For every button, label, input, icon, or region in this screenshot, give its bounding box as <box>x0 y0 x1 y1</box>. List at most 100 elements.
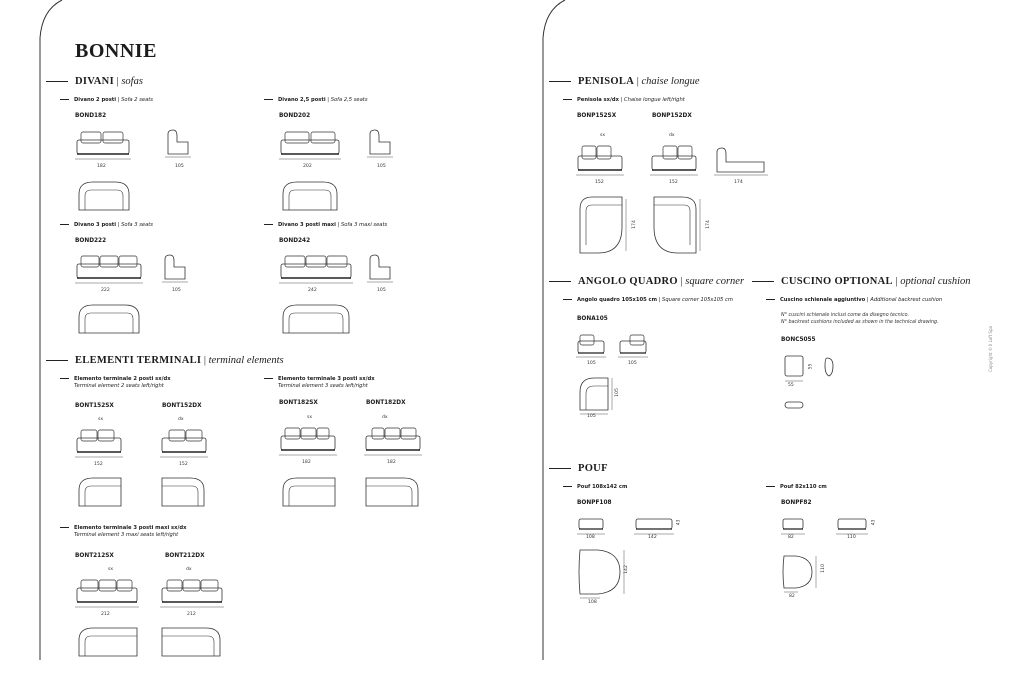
code-bond242: BOND242 <box>279 238 311 244</box>
dim-pouf82-width: 82 <box>788 535 794 540</box>
cushion-front <box>784 355 804 382</box>
dim-pouf108-top: 108 <box>588 600 597 605</box>
subtitle-pouf-108: Pouf 108x142 cm <box>563 484 627 491</box>
cushion-side <box>824 357 834 377</box>
terminal-top-bont182dx <box>365 477 419 507</box>
terminal-top-bont212dx <box>161 627 221 657</box>
dim-bonp152dx: 152 <box>669 180 678 185</box>
dim-bont182sx: 182 <box>302 460 311 465</box>
code-bond222: BOND222 <box>75 238 107 244</box>
section-penisola: PENISOLA | chaise longue <box>549 76 699 87</box>
dim-cushion-height: 55 <box>808 363 814 370</box>
dim-corner-a: 105 <box>587 361 596 366</box>
code-bond182: BOND182 <box>75 113 107 119</box>
side-sx: sx <box>98 417 104 422</box>
subtitle-corner: Angolo quadro 105x105 cm | Square corner… <box>563 297 733 304</box>
dim-pouf108-depth: 142 <box>623 565 629 574</box>
dim-corner-b: 105 <box>628 361 637 366</box>
code-bonc5055: BONC5055 <box>781 337 816 343</box>
code-bonpf82: BONPF82 <box>781 500 812 506</box>
dim-bond202-depth: 105 <box>377 164 386 169</box>
code-bont152dx: BONT152DX <box>162 403 202 409</box>
terminal-top-bont212sx <box>78 627 138 657</box>
section-divani: DIVANI | sofas <box>46 76 143 87</box>
dim-bonp152sx: 152 <box>595 180 604 185</box>
sofa-side-bond182 <box>165 129 191 158</box>
terminal-front-bont212dx <box>160 579 224 608</box>
terminal-top-bont152dx <box>161 477 205 507</box>
dim-pouf108-length: 142 <box>648 535 657 540</box>
section-cuscino: CUSCINO OPTIONAL | optional cushion <box>752 276 971 287</box>
subtitle-sofa-3-maxi: Divano 3 posti maxi | Sofa 3 maxi seats <box>264 222 387 229</box>
chaise-side <box>714 147 768 176</box>
subtitle-sofa-25: Divano 2,5 posti | Sofa 2,5 seats <box>264 97 368 104</box>
section-pouf: POUF <box>549 463 608 474</box>
dim-bond202-width: 202 <box>303 164 312 169</box>
dim-cushion-width: 55 <box>788 383 794 388</box>
dim-corner-depth: 105 <box>614 388 620 397</box>
corner-front-b <box>618 334 648 358</box>
sofa-side-bond222 <box>162 254 188 283</box>
dim-bond242-depth: 105 <box>377 288 386 293</box>
dim-bond242-width: 242 <box>308 288 317 293</box>
cushion-note-it: N° cuscini schienale inclusi come da dis… <box>781 313 910 318</box>
side-dx: dx <box>186 567 192 572</box>
code-bona105: BONA105 <box>577 316 608 322</box>
sofa-top-bond182 <box>78 181 130 211</box>
dim-bond222-depth: 105 <box>172 288 181 293</box>
chaise-front-bonp152sx <box>576 145 624 176</box>
dim-chaise-depth-sx: 174 <box>631 220 637 229</box>
side-dx: dx <box>669 133 675 138</box>
code-bont182dx: BONT182DX <box>366 400 406 406</box>
dim-bont212dx: 212 <box>187 612 196 617</box>
subtitle-sofa-3: Divano 3 posti | Sofa 3 seats <box>60 222 153 229</box>
dim-pouf82-length: 110 <box>847 535 856 540</box>
dim-chaise-depth-dx: 174 <box>705 220 711 229</box>
dim-bont152sx: 152 <box>94 462 103 467</box>
dim-bond182-width: 182 <box>97 164 106 169</box>
code-bont212dx: BONT212DX <box>165 553 205 559</box>
chaise-top-sx <box>579 196 627 254</box>
terminal-front-bont212sx <box>75 579 139 608</box>
section-terminali: ELEMENTI TERMINALI | terminal elements <box>46 355 284 366</box>
subtitle-chaise: Penisola sx/dx | Chaise longue left/righ… <box>563 97 685 104</box>
sofa-front-bond202 <box>279 131 341 160</box>
dim-bont212sx: 212 <box>101 612 110 617</box>
terminal-front-bont182dx <box>364 427 422 456</box>
sofa-front-bond242 <box>279 255 353 284</box>
subtitle-cushion: Cuscino schienale aggiuntivo | Additiona… <box>766 297 942 304</box>
sofa-side-bond242 <box>367 254 393 283</box>
code-bonp152sx: BONP152SX <box>577 113 617 119</box>
side-dx: dx <box>178 417 184 422</box>
dim-pouf108-height: 43 <box>676 519 682 526</box>
copyright: Copyright © Il Loft Spa <box>988 326 993 372</box>
dim-bont152dx: 152 <box>179 462 188 467</box>
dim-bond182-depth: 105 <box>175 164 184 169</box>
pouf108-front <box>577 518 605 535</box>
side-sx: sx <box>307 415 313 420</box>
code-bont152sx: BONT152SX <box>75 403 114 409</box>
code-bont182sx: BONT182SX <box>279 400 318 406</box>
dim-chaise-side: 174 <box>734 180 743 185</box>
terminal-top-bont182sx <box>282 477 336 507</box>
sofa-front-bond222 <box>75 255 143 284</box>
code-bont212sx: BONT212SX <box>75 553 114 559</box>
dim-pouf108-width: 108 <box>586 535 595 540</box>
pouf82-top <box>782 555 817 593</box>
subtitle-sofa-2: Divano 2 posti | Sofa 2 seats <box>60 97 153 104</box>
section-angolo: ANGOLO QUADRO | square corner <box>549 276 744 287</box>
pouf108-top <box>578 549 625 599</box>
subtitle-pouf-82: Pouf 82x110 cm <box>766 484 827 491</box>
side-sx: sx <box>108 567 114 572</box>
code-bond202: BOND202 <box>279 113 311 119</box>
terminal-front-bont152dx <box>160 429 208 458</box>
terminal-top-bont152sx <box>78 477 122 507</box>
code-bonpf108: BONPF108 <box>577 500 612 506</box>
terminal-front-bont182sx <box>279 427 337 456</box>
sofa-top-bond202 <box>282 181 338 211</box>
sofa-top-bond222 <box>78 304 140 334</box>
pouf108-side <box>634 518 674 535</box>
